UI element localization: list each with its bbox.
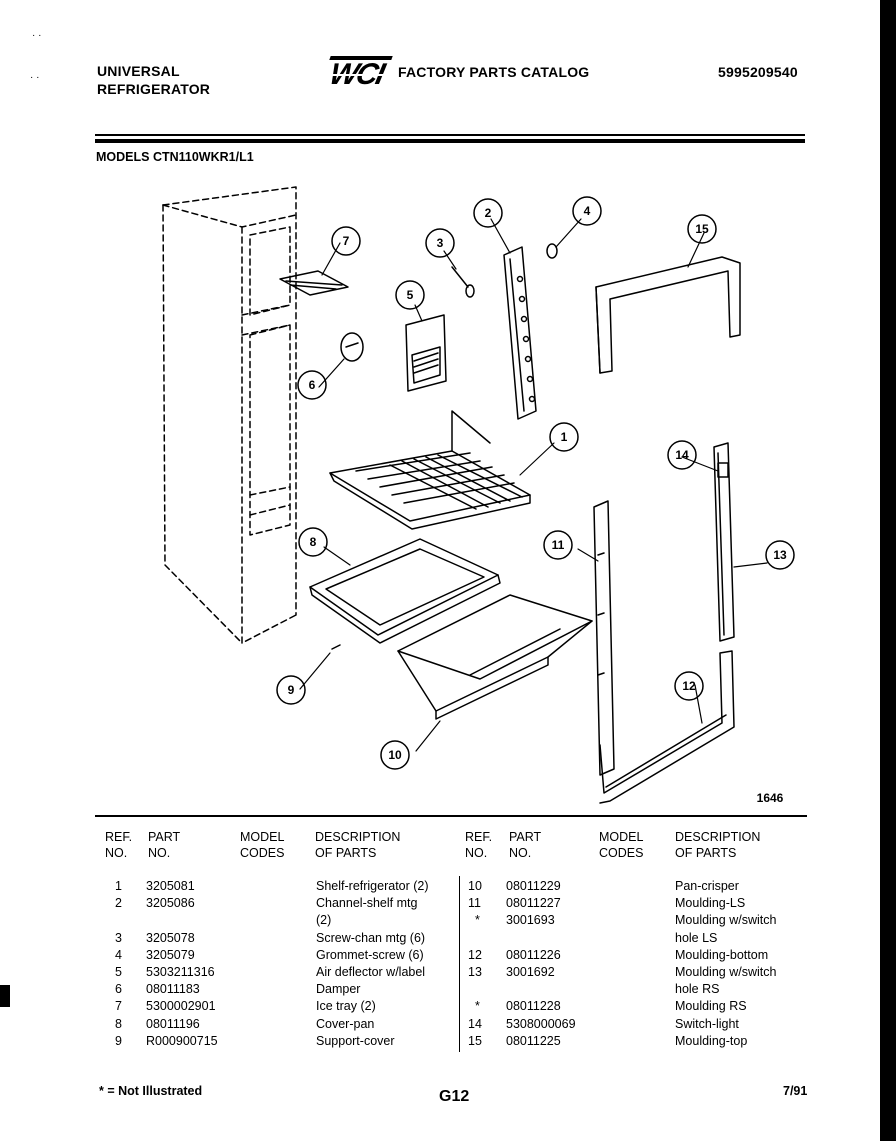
moulding-rs-part [713, 442, 735, 642]
callout-3: 3 [437, 236, 444, 250]
models-line: MODELS CTN110WKR1/L1 [96, 150, 254, 164]
table-row: hole LS [675, 930, 718, 945]
scan-speck: · · [30, 72, 40, 83]
figure-number: 1646 [757, 791, 784, 805]
catalog-number: 5995209540 [718, 64, 798, 80]
callout-6: 6 [309, 378, 316, 392]
table-column-divider [459, 876, 460, 1052]
callout-15: 15 [695, 222, 709, 236]
cabinet-outline [162, 186, 297, 644]
table-top-rule [95, 815, 807, 817]
callout-8: 8 [310, 535, 317, 549]
support-cover-part [331, 644, 341, 650]
header-rule-thick [95, 139, 805, 143]
table-row: hole RS [675, 982, 720, 997]
channel-shelf-mtg-part [503, 246, 537, 420]
brand-line-1: UNIVERSAL [97, 63, 180, 79]
header-ref: REF.NO. [105, 830, 133, 860]
callout-11: 11 [552, 538, 565, 552]
ice-tray-part [279, 270, 349, 296]
footnote-not-illustrated: * = Not Illustrated [99, 1084, 203, 1098]
brand-line-2: REFRIGERATOR [97, 81, 211, 97]
wci-logo: WCI [327, 52, 393, 91]
callout-12: 12 [682, 679, 696, 693]
callout-circles [276, 196, 795, 770]
callout-5: 5 [407, 288, 414, 302]
moulding-bottom-part [599, 650, 735, 804]
refrigerator-shelf-part [329, 410, 531, 530]
scan-speck: · · [32, 30, 42, 41]
header-rule-thin [95, 134, 805, 136]
scan-edge-mark [0, 985, 10, 1007]
moulding-top-part [595, 256, 741, 374]
grommet-part [546, 243, 558, 259]
callout-2: 2 [485, 206, 492, 220]
brand-name: UNIVERSAL REFRIGERATOR [97, 62, 210, 98]
header-ref-right: REF.NO. [465, 830, 493, 860]
table-row: (2) [316, 913, 332, 928]
cover-pan-part [309, 538, 501, 644]
callout-9: 9 [288, 683, 295, 697]
air-deflector-part [405, 314, 447, 392]
callout-13: 13 [773, 548, 787, 562]
exploded-parts-diagram: 7 6 5 3 2 4 15 1 14 11 13 12 8 9 10 1646 [162, 186, 795, 805]
callout-7: 7 [343, 234, 350, 248]
moulding-ls-part [593, 500, 615, 776]
callout-4: 4 [584, 204, 591, 218]
callout-10: 10 [388, 748, 402, 762]
damper-detail [345, 342, 359, 348]
screw-part [451, 266, 475, 298]
switch-light-part [717, 462, 729, 478]
print-date: 7/91 [783, 1084, 808, 1098]
callout-1: 1 [561, 430, 568, 444]
callout-14: 14 [675, 448, 689, 462]
catalog-title: FACTORY PARTS CATALOG [398, 64, 590, 80]
damper-part [340, 332, 364, 362]
crisper-pan-part [397, 594, 593, 720]
page-code: G12 [439, 1088, 470, 1105]
